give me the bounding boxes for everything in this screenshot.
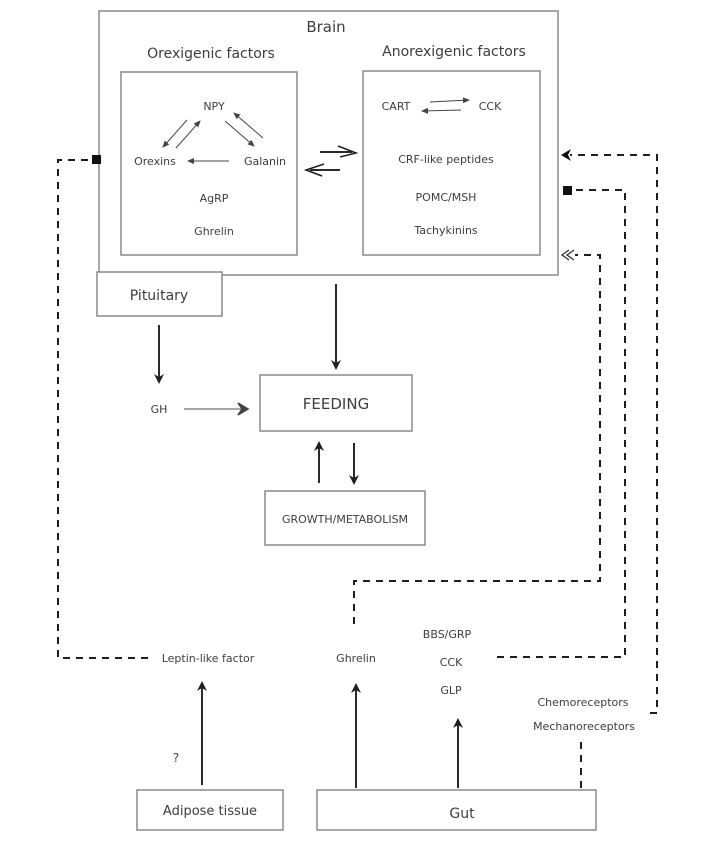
pituitary-box — [96, 271, 223, 317]
tachykinins-label: Tachykinins — [413, 224, 478, 237]
arrow-npy-to-orexins — [162, 119, 188, 148]
orexigenic-title: Orexigenic factors — [147, 46, 275, 62]
anorexigenic-box — [362, 70, 541, 256]
adipose-tissue-label: Adipose tissue — [163, 804, 257, 819]
arrow-orexins-to-npy — [175, 120, 201, 149]
arrow-npy-to-galanin — [224, 120, 255, 147]
glp-label: GLP — [440, 684, 462, 697]
galanin-label: Galanin — [244, 155, 286, 168]
crf-label: CRF-like peptides — [398, 153, 494, 166]
adipose-tissue-box — [136, 789, 284, 831]
cart-label: CART — [382, 100, 411, 113]
chemoreceptors-label: Chemoreceptors — [537, 696, 628, 709]
pomc-label: POMC/MSH — [416, 191, 477, 204]
orexigenic-box — [120, 71, 298, 256]
gh-chevron-icon — [237, 402, 250, 416]
gut-label: Gut — [449, 806, 475, 822]
ghrelin-brain-label: Ghrelin — [194, 225, 234, 238]
receptors-arrowhead-icon — [561, 149, 571, 161]
orexins-label: Orexins — [134, 155, 176, 168]
gut-ghrelin-label: Ghrelin — [336, 652, 376, 665]
npy-label: NPY — [203, 100, 225, 113]
receptors-feedback-line — [570, 154, 658, 714]
growth-metabolism-label: GROWTH/METABOLISM — [282, 513, 408, 526]
cck-gut-label: CCK — [440, 656, 463, 669]
leptin-feedback-line — [57, 159, 148, 659]
gut-box — [316, 789, 597, 831]
gut-peptides-inhibit-icon — [563, 186, 572, 195]
gh-label: GH — [151, 403, 168, 416]
feeding-box — [259, 374, 413, 432]
exchange-arrows-icon — [303, 145, 359, 177]
brain-title: Brain — [306, 18, 345, 36]
ghrelin-double-chevron-icon — [560, 249, 575, 261]
ghrelin-feedback-line — [353, 254, 601, 624]
leptin-inhibit-icon — [92, 155, 101, 164]
growth-metabolism-box — [264, 490, 426, 546]
feeding-label: FEEDING — [303, 395, 369, 413]
arrow-cart-to-cck — [429, 97, 470, 104]
bbs-grp-label: BBS/GRP — [423, 628, 472, 641]
arrow-galanin-to-npy — [233, 112, 264, 139]
mechanoreceptors-label: Mechanoreceptors — [533, 720, 635, 733]
pituitary-label: Pituitary — [130, 288, 188, 304]
arrow-cck-to-cart — [421, 107, 462, 114]
cck-brain-label: CCK — [479, 100, 502, 113]
leptin-label: Leptin-like factor — [162, 652, 255, 665]
anorexigenic-title: Anorexigenic factors — [382, 44, 526, 60]
question-mark: ? — [173, 751, 179, 765]
agrp-label: AgRP — [200, 192, 229, 205]
